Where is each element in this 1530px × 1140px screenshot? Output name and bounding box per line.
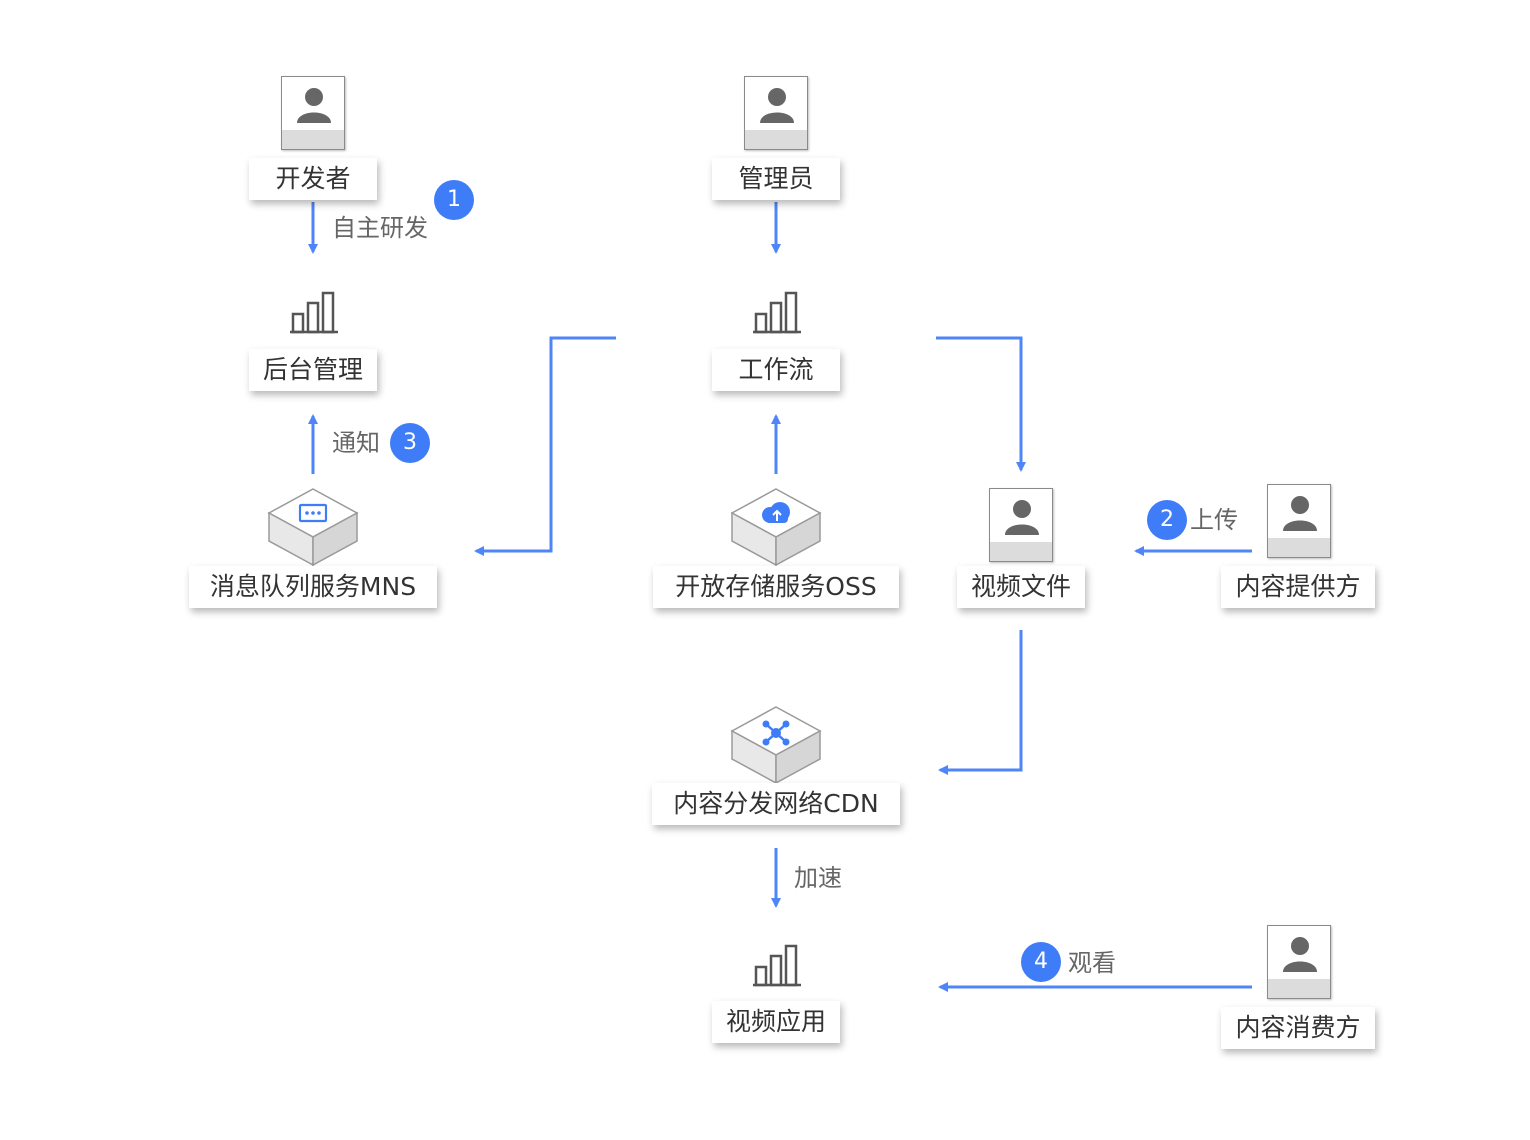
- backend-label: 后台管理: [249, 349, 377, 391]
- developer-person-icon: [281, 76, 345, 150]
- content-provider-label: 内容提供方: [1221, 566, 1375, 608]
- content-consumer-label: 内容消费方: [1221, 1007, 1375, 1049]
- admin-person-icon: [744, 76, 808, 150]
- video-file-person-icon: [989, 488, 1053, 562]
- workflow-label: 工作流: [712, 349, 840, 391]
- content-consumer-person-icon: [1267, 925, 1331, 999]
- bar-chart-icon: [753, 944, 801, 987]
- cloud-upload-icon: [730, 488, 822, 567]
- edge-videofile-cdn: [938, 630, 1023, 775]
- step-badge-1: 1: [434, 180, 474, 220]
- mns-label: 消息队列服务MNS: [189, 566, 437, 608]
- step-badge-2: 2: [1147, 500, 1187, 540]
- edge-workflow-mns: [474, 336, 616, 556]
- bar-chart-icon: [753, 291, 801, 334]
- edge-label-accelerate: 加速: [794, 864, 842, 892]
- video-app-label: 视频应用: [712, 1001, 840, 1043]
- step-badge-3: 3: [390, 423, 430, 463]
- admin-label: 管理员: [712, 158, 840, 200]
- cdn-label: 内容分发网络CDN: [652, 783, 900, 825]
- content-provider-person-icon: [1267, 484, 1331, 558]
- edge-label-upload: 上传: [1190, 506, 1238, 534]
- developer-label: 开发者: [249, 158, 377, 200]
- oss-label: 开放存储服务OSS: [653, 566, 899, 608]
- edge-label-watch: 观看: [1068, 949, 1116, 977]
- network-hub-icon: [730, 706, 822, 785]
- edge-label-develop: 自主研发: [332, 214, 428, 242]
- video-file-label: 视频文件: [957, 566, 1085, 608]
- step-badge-4: 4: [1021, 942, 1061, 982]
- edge-workflow-videofile: [936, 336, 1026, 472]
- edge-label-notify: 通知: [332, 429, 380, 457]
- message-queue-icon: [267, 488, 359, 567]
- bar-chart-icon: [290, 291, 338, 334]
